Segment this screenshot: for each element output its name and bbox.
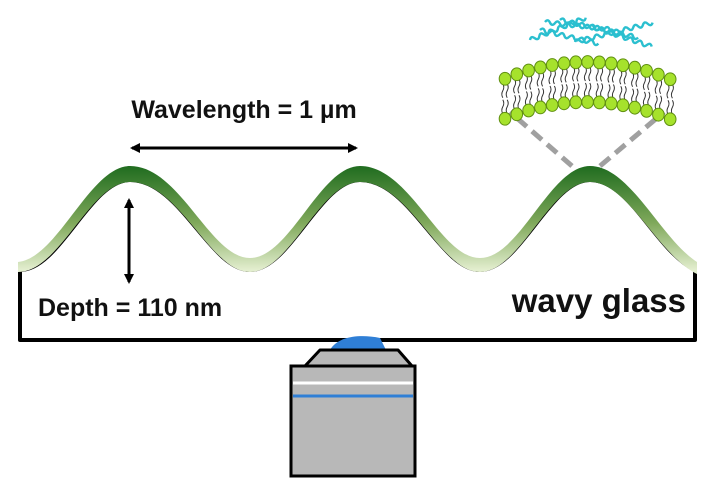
lipid-head [663, 112, 677, 127]
lipid-head [604, 96, 618, 111]
lipid-head [581, 55, 594, 69]
lipid-head [557, 56, 571, 71]
objective-lens-icon [289, 336, 417, 478]
lipid-head [545, 58, 559, 72]
lipid-head [616, 98, 630, 113]
lipid-head [593, 95, 606, 110]
protein-helix [539, 27, 600, 47]
lipid-head [628, 100, 642, 115]
lipid-bilayer-icon [498, 55, 677, 127]
lipid-head [545, 98, 559, 112]
lipid-head [569, 95, 583, 110]
lipid-head [616, 58, 630, 73]
lipid-head [640, 63, 653, 78]
protein-helix [544, 19, 616, 33]
lipid-head [663, 72, 677, 87]
zoom-lines [508, 110, 666, 168]
lipid-head [510, 67, 524, 82]
lipid-head [640, 103, 653, 118]
membrane-protein-icon [528, 17, 654, 48]
lipid-head [604, 56, 618, 71]
protein-helix [528, 17, 587, 41]
lipid-head [498, 111, 512, 126]
lipid-head [581, 95, 594, 109]
lipid-head [522, 103, 535, 118]
lipid-head [557, 96, 571, 111]
lipid-head [569, 55, 583, 70]
depth-label: Depth = 110 nm [38, 294, 222, 322]
lipid-head [652, 67, 665, 82]
lipid-head [628, 60, 642, 75]
lipid-head [510, 107, 524, 122]
lipid-head [534, 100, 547, 115]
lipid-head [534, 60, 547, 75]
lipid-head [593, 55, 606, 70]
wavelength-label: Wavelength = 1 µm [131, 96, 356, 124]
immersion-oil-drop [330, 336, 386, 350]
wavy-glass-label: wavy glass [511, 282, 686, 319]
lipid-head [498, 71, 512, 86]
lipid-head [522, 63, 535, 78]
lipid-head [652, 107, 665, 122]
